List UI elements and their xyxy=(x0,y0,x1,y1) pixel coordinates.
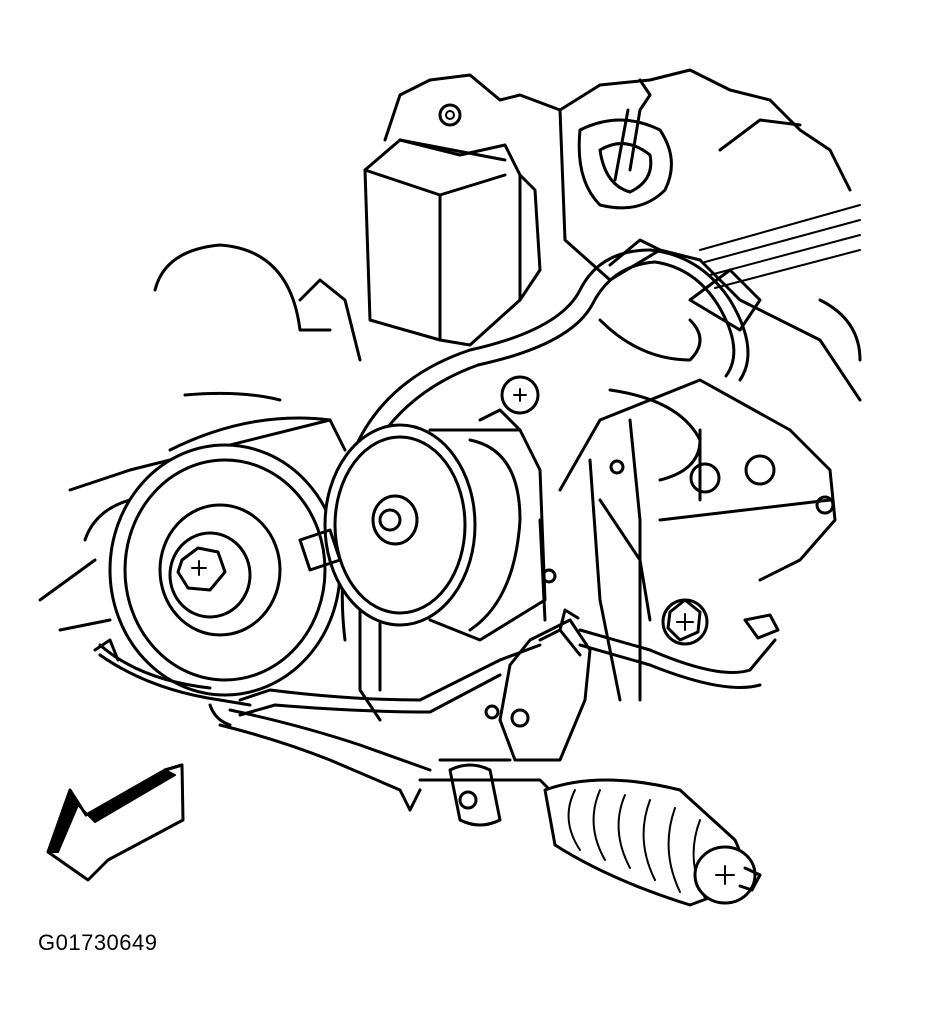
power-steering-lines xyxy=(93,598,780,812)
power-steering-pump-pulley xyxy=(298,375,547,642)
figure-id-label: G01730649 xyxy=(38,930,158,955)
engine-block xyxy=(38,68,862,702)
front-direction-arrow-icon xyxy=(46,763,185,882)
steering-gear xyxy=(418,608,762,907)
crankshaft-pulley xyxy=(108,416,347,697)
relay-box xyxy=(363,138,542,347)
